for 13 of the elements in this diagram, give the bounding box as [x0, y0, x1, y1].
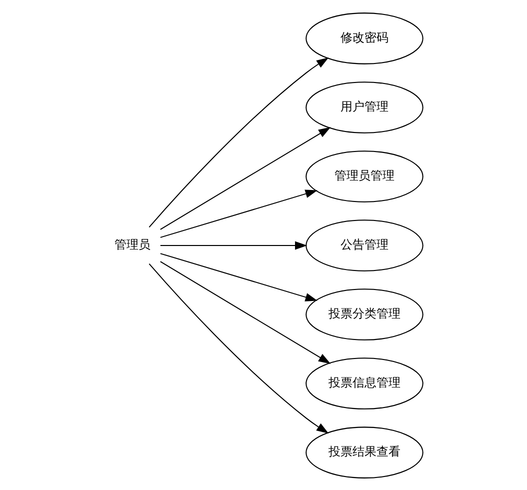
arrow [160, 252, 318, 301]
arrow [160, 126, 330, 230]
arrow [160, 240, 307, 250]
node-ellipse: 公告管理 [305, 219, 423, 271]
node-ellipse: 投票信息管理 [305, 357, 423, 409]
arrow [160, 189, 318, 238]
node-ellipse: 修改密码 [305, 12, 423, 64]
arrow [160, 260, 330, 364]
node-ellipse: 用户管理 [305, 81, 423, 133]
arrow [148, 263, 328, 434]
node-text: 管理员 [114, 237, 150, 252]
node-ellipse: 投票结果查看 [305, 426, 423, 478]
arrow [148, 56, 328, 227]
